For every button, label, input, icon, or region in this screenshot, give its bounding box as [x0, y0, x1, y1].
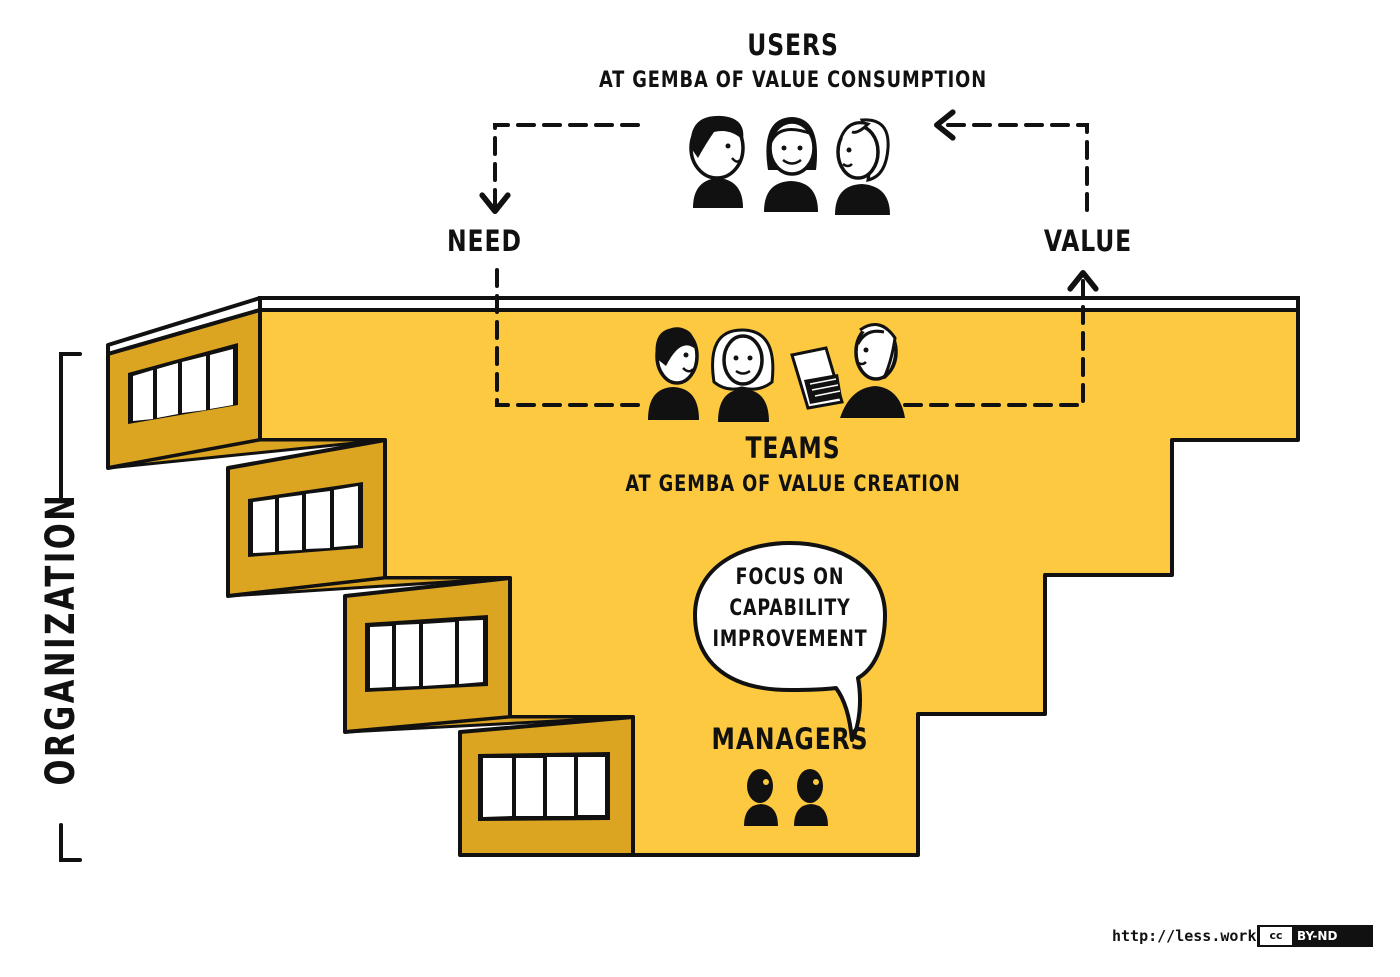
user-person-2 [764, 117, 818, 212]
teams-subtitle: AT GEMBA OF VALUE CREATION [625, 472, 961, 497]
need-arrow-top [479, 123, 640, 214]
managers-label: MANAGERS [711, 722, 869, 756]
side-block-1 [106, 308, 387, 470]
window-4 [478, 752, 610, 821]
users-subtitle: AT GEMBA OF VALUE CONSUMPTION [598, 68, 988, 93]
user-person-1 [689, 115, 745, 208]
user-person-3 [835, 118, 890, 215]
window-2 [248, 482, 363, 557]
roof-edge [258, 296, 1300, 312]
organization-bracket [59, 352, 82, 862]
window-3 [365, 615, 488, 692]
value-arrow-top [934, 109, 1089, 212]
manager-icon-1 [744, 769, 778, 826]
license-text: BY-ND [1297, 929, 1338, 943]
footer-url-link[interactable]: http://less.works [1112, 927, 1266, 945]
side-block-3 [343, 576, 635, 734]
license-badge[interactable]: cc BY-ND [1257, 925, 1373, 947]
team-person-2 [711, 328, 775, 422]
speech-bubble [693, 541, 887, 742]
speech-bubble-text: FOCUS ON CAPABILITY IMPROVEMENT [712, 565, 868, 652]
loop-lower [495, 270, 1083, 407]
team-person-1 [648, 327, 699, 420]
need-label: NEED [447, 224, 522, 258]
window-1 [128, 343, 238, 424]
organization-label: ORGANIZATION [38, 492, 84, 786]
value-label: VALUE [1043, 224, 1133, 258]
manager-icon-2 [794, 769, 828, 826]
cc-icon: cc [1260, 927, 1292, 945]
side-block-2 [226, 438, 512, 598]
users-title: USERS [747, 28, 839, 62]
team-person-3-laptop [790, 323, 905, 418]
side-block-4 [458, 715, 635, 857]
teams-title: TEAMS [745, 431, 841, 465]
